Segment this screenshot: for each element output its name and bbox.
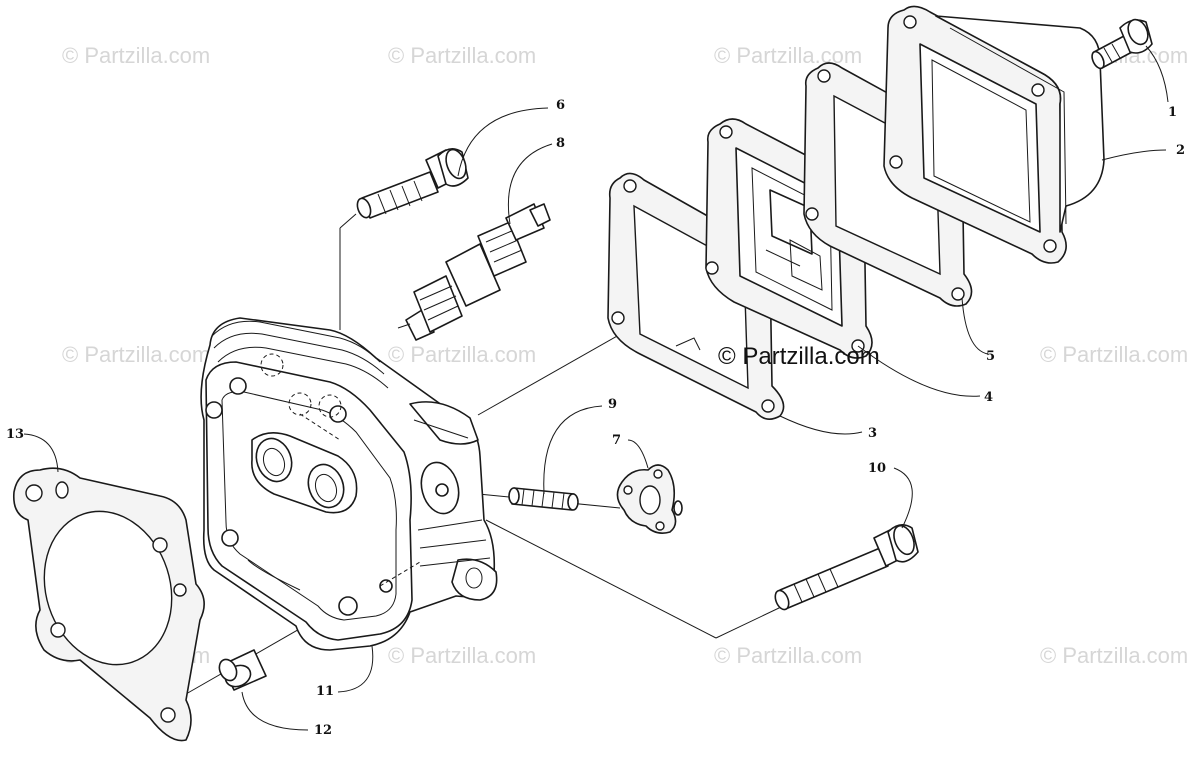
watermark: © Partzilla.com (388, 643, 536, 668)
spark-plug-part-8 (397, 203, 551, 341)
callout-3: 3 (868, 426, 877, 441)
callout-7: 7 (612, 433, 621, 448)
watermark: © Partzilla.com (388, 43, 536, 68)
watermark: © Partzilla.com (714, 643, 862, 668)
stud-part-9 (508, 487, 579, 511)
callout-1: 1 (1168, 105, 1177, 120)
watermark: © Partzilla.com (1040, 342, 1188, 367)
watermark: © Partzilla.com (62, 342, 210, 367)
watermark: © Partzilla.com (714, 43, 862, 68)
watermark: © Partzilla.com (62, 43, 210, 68)
callout-4: 4 (984, 390, 993, 405)
small-gasket-part-7 (616, 464, 683, 534)
callout-labels: 1 2 3 4 5 6 7 8 9 10 11 12 13 (6, 98, 1185, 738)
callout-6: 6 (556, 98, 565, 113)
callout-11: 11 (316, 684, 334, 699)
callout-8: 8 (556, 136, 565, 151)
callout-13: 13 (6, 427, 24, 442)
head-gasket-part-13 (12, 467, 205, 742)
flange-bolt-part-1 (1091, 18, 1153, 70)
dowel-pin-part-12 (218, 649, 267, 691)
watermark: © Partzilla.com (1040, 643, 1188, 668)
valve-cover-part-2 (883, 5, 1105, 264)
callout-5: 5 (986, 349, 995, 364)
flange-bolt-part-10 (774, 524, 919, 611)
callout-9: 9 (608, 397, 617, 412)
callout-10: 10 (868, 461, 886, 476)
callout-2: 2 (1176, 143, 1185, 158)
flange-bolt-part-6 (356, 148, 469, 219)
center-watermark: © Partzilla.com (718, 343, 880, 370)
watermark: © Partzilla.com (388, 342, 536, 367)
callout-leaders (23, 45, 1169, 731)
callout-12: 12 (314, 723, 332, 738)
cylinder-head-part-11 (200, 317, 498, 651)
